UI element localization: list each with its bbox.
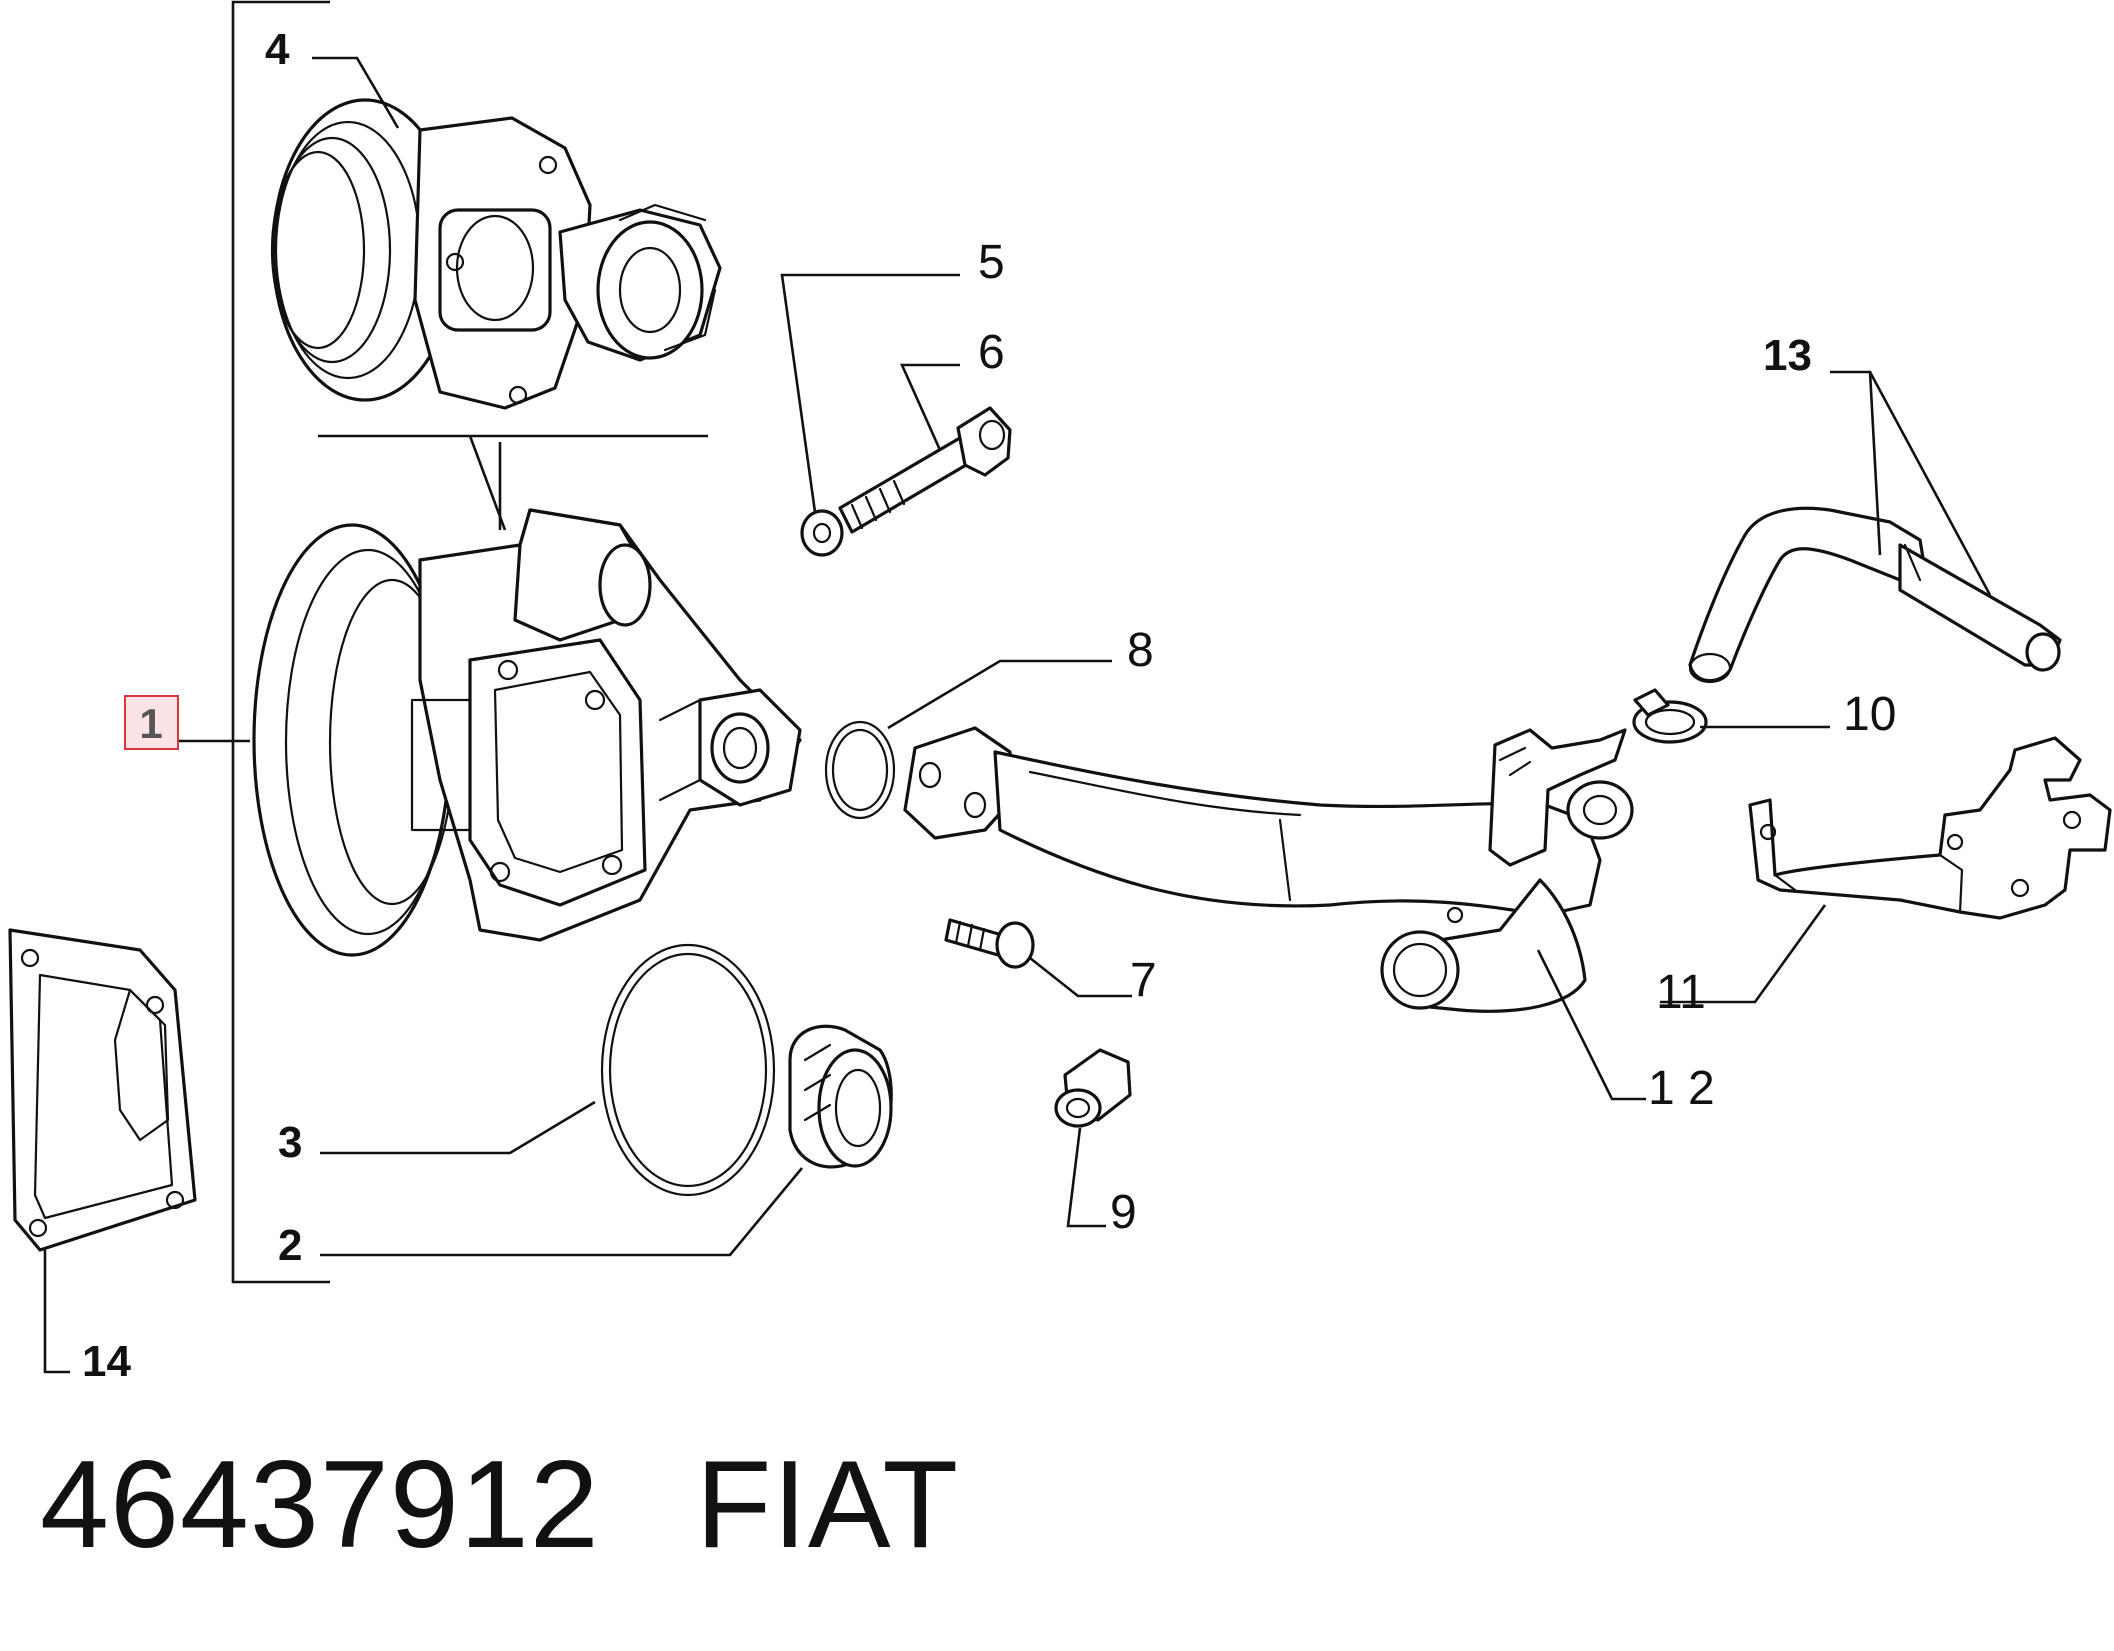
- callout-7: 7: [1130, 954, 1157, 1007]
- part-5-washer: [800, 509, 844, 557]
- callout-8: 8: [1127, 624, 1154, 677]
- part-13-hose: [1688, 506, 2062, 684]
- leader-13b: [1868, 371, 1992, 596]
- leader-4: [312, 56, 400, 129]
- callout-10: 10: [1843, 688, 1896, 741]
- part-4-top-bar: [318, 434, 708, 531]
- callout-6: 6: [978, 326, 1005, 379]
- brand-name: FIAT: [695, 1436, 960, 1574]
- leader-12: [1536, 949, 1646, 1101]
- part-6-bolt: [838, 406, 1012, 534]
- leader-3: [320, 1100, 596, 1155]
- highlight-box: [124, 695, 179, 750]
- callout-2: 2: [278, 1221, 302, 1270]
- part-caption: 46437912 FIAT: [40, 1436, 959, 1574]
- callout-11: 11: [1656, 966, 1706, 1019]
- assembly-bracket: [178, 0, 330, 1284]
- callout-4: 4: [265, 25, 290, 74]
- leader-5: [780, 273, 960, 513]
- callout-3: 3: [278, 1118, 302, 1167]
- callout-5: 5: [978, 236, 1005, 289]
- leader-lines: [312, 56, 1992, 1257]
- part-11-bracket: [1748, 736, 2112, 920]
- part-number: 46437912: [40, 1436, 600, 1574]
- part-12-coolant-pipe: [903, 726, 1634, 1013]
- part-1-water-pump: [252, 508, 802, 957]
- leader-11: [1660, 904, 1827, 1004]
- callout-1: 1: [139, 700, 162, 747]
- leader-8: [887, 659, 1112, 730]
- callout-labels: 4 5 6 13 8 10 7 11 1 2 3 9 2 14: [82, 25, 1896, 1386]
- part-7-small-bolt: [944, 918, 1035, 969]
- part-4-pulley-hub: [270, 98, 722, 410]
- callout-12: 1 2: [1648, 1062, 1715, 1115]
- leader-6: [899, 363, 960, 451]
- part-3-o-ring: [600, 943, 776, 1197]
- part-8-small-o-ring: [824, 720, 896, 820]
- leader-2: [320, 1167, 804, 1257]
- part-2-seal: [788, 1024, 893, 1169]
- callout-9: 9: [1110, 1186, 1137, 1239]
- leader-9: [1066, 1127, 1106, 1228]
- callout-14: 14: [82, 1337, 131, 1386]
- part-9-nut: [1054, 1048, 1132, 1128]
- part-14-gasket: [8, 928, 197, 1374]
- leader-7: [1029, 956, 1132, 998]
- part-10-clamp: [1632, 688, 1708, 744]
- callout-13: 13: [1763, 331, 1812, 380]
- callout-1-highlight[interactable]: 1: [124, 695, 179, 750]
